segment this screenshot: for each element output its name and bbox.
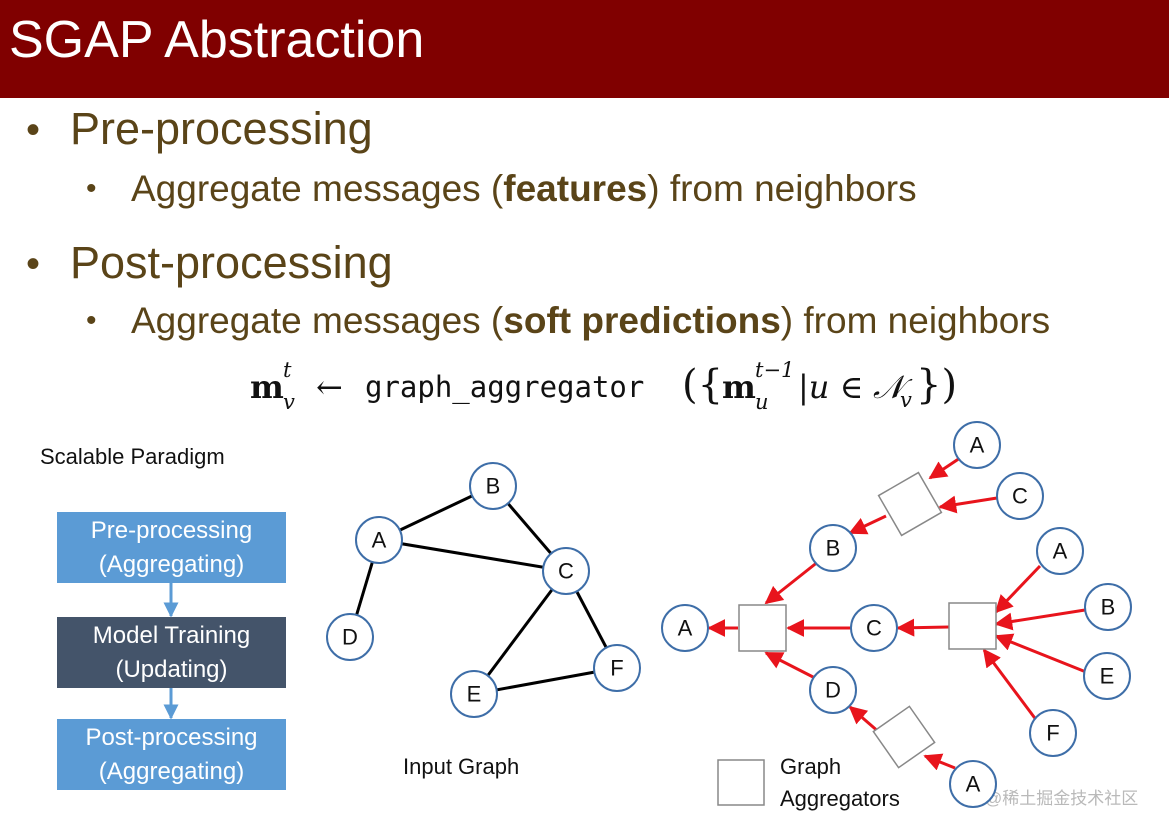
- legend-label-line1: Graph: [780, 754, 842, 779]
- edge-agg1-b: [848, 514, 887, 535]
- sub-bullet-features: Aggregate messages (features) from neigh…: [131, 168, 917, 209]
- svg-text:B: B: [486, 474, 501, 499]
- svg-text:D: D: [342, 625, 358, 650]
- sub-bullet-soft-predictions: Aggregate messages (soft predictions) fr…: [131, 300, 1051, 341]
- tree-node: C: [850, 604, 898, 652]
- svg-text:C: C: [1012, 484, 1028, 509]
- edge-b-agg2: [994, 608, 1086, 631]
- svg-text:A: A: [678, 616, 693, 641]
- aggregation-edges: [707, 456, 1087, 771]
- bullet-dot-icon: •: [26, 242, 41, 286]
- edge-a-agg1: [928, 456, 961, 480]
- edge-a-agg2: [994, 564, 1042, 614]
- input-graph-caption: Input Graph: [403, 754, 520, 779]
- svg-text:C: C: [866, 616, 882, 641]
- scalable-paradigm-label: Scalable Paradigm: [40, 444, 225, 469]
- edge-e-agg2: [994, 633, 1087, 674]
- model-training-step: Model Training(Updating): [57, 617, 286, 688]
- tree-root-node: A: [661, 604, 709, 652]
- svg-text:B: B: [826, 536, 841, 561]
- sub-bullet-dot-icon: •: [86, 172, 97, 205]
- tree-leaf-node: F: [1029, 709, 1077, 757]
- svg-text:A: A: [1053, 539, 1068, 564]
- svg-text:E: E: [1100, 664, 1115, 689]
- edge-agg3-d: [848, 705, 881, 735]
- edge-e-f: [473, 666, 618, 696]
- aggregator-box-icon: [877, 471, 943, 537]
- title-bar: SGAP Abstraction: [0, 0, 1169, 98]
- watermark: @稀土掘金技术社区: [985, 789, 1139, 808]
- legend-aggregator-icon: [717, 759, 765, 806]
- bullet-post-processing: Post-processing: [70, 237, 393, 288]
- aggregator-box-icon: [872, 705, 936, 769]
- edge-c-agg1: [938, 495, 998, 514]
- svg-text:F: F: [1046, 721, 1059, 746]
- slide-title: SGAP Abstraction: [9, 11, 425, 69]
- tree-node: D: [809, 666, 857, 714]
- bullet-pre-processing: Pre-processing: [70, 103, 373, 154]
- tree-leaf-node: A: [953, 421, 1001, 469]
- tree-node: B: [809, 524, 857, 572]
- svg-text:E: E: [467, 682, 482, 707]
- tree-leaf-node: A: [1036, 527, 1084, 575]
- svg-text:C: C: [558, 559, 574, 584]
- edge-b-agg: [764, 559, 820, 605]
- legend-label-line2: Aggregators: [780, 786, 900, 811]
- tree-leaf-node: C: [996, 472, 1044, 520]
- graph-node: D: [326, 613, 374, 661]
- pre-processing-step: Pre-processing(Aggregating): [57, 512, 286, 583]
- graph-node: F: [593, 644, 641, 692]
- edge-a-agg3: [923, 753, 956, 771]
- graph-node: C: [542, 547, 590, 595]
- tree-leaf-node: A: [949, 760, 997, 808]
- sub-bullet-dot-icon: •: [86, 304, 97, 337]
- tree-leaf-node: B: [1084, 583, 1132, 631]
- aggregator-box-icon: [738, 604, 787, 652]
- aggregation-formula: m t v ← graph_aggregator ({ m t−1 u |u ∈…: [250, 358, 958, 414]
- edge-a-c: [378, 538, 567, 573]
- edge-f-agg2: [982, 648, 1042, 726]
- graph-node: B: [469, 462, 517, 510]
- svg-text:A: A: [970, 433, 985, 458]
- bullet-dot-icon: •: [26, 108, 41, 152]
- svg-text:A: A: [966, 772, 981, 797]
- aggregator-box-icon: [948, 602, 997, 650]
- edge-agg2-c: [896, 618, 950, 637]
- edge-c-e: [472, 570, 568, 695]
- svg-text:D: D: [825, 678, 841, 703]
- tree-leaf-node: E: [1083, 652, 1131, 700]
- svg-text:A: A: [372, 528, 387, 553]
- svg-text:F: F: [610, 656, 623, 681]
- svg-text:B: B: [1101, 595, 1116, 620]
- graph-node: A: [355, 516, 403, 564]
- edge-d-agg: [764, 651, 816, 680]
- post-processing-step: Post-processing(Aggregating): [57, 719, 286, 790]
- graph-node: E: [450, 670, 498, 718]
